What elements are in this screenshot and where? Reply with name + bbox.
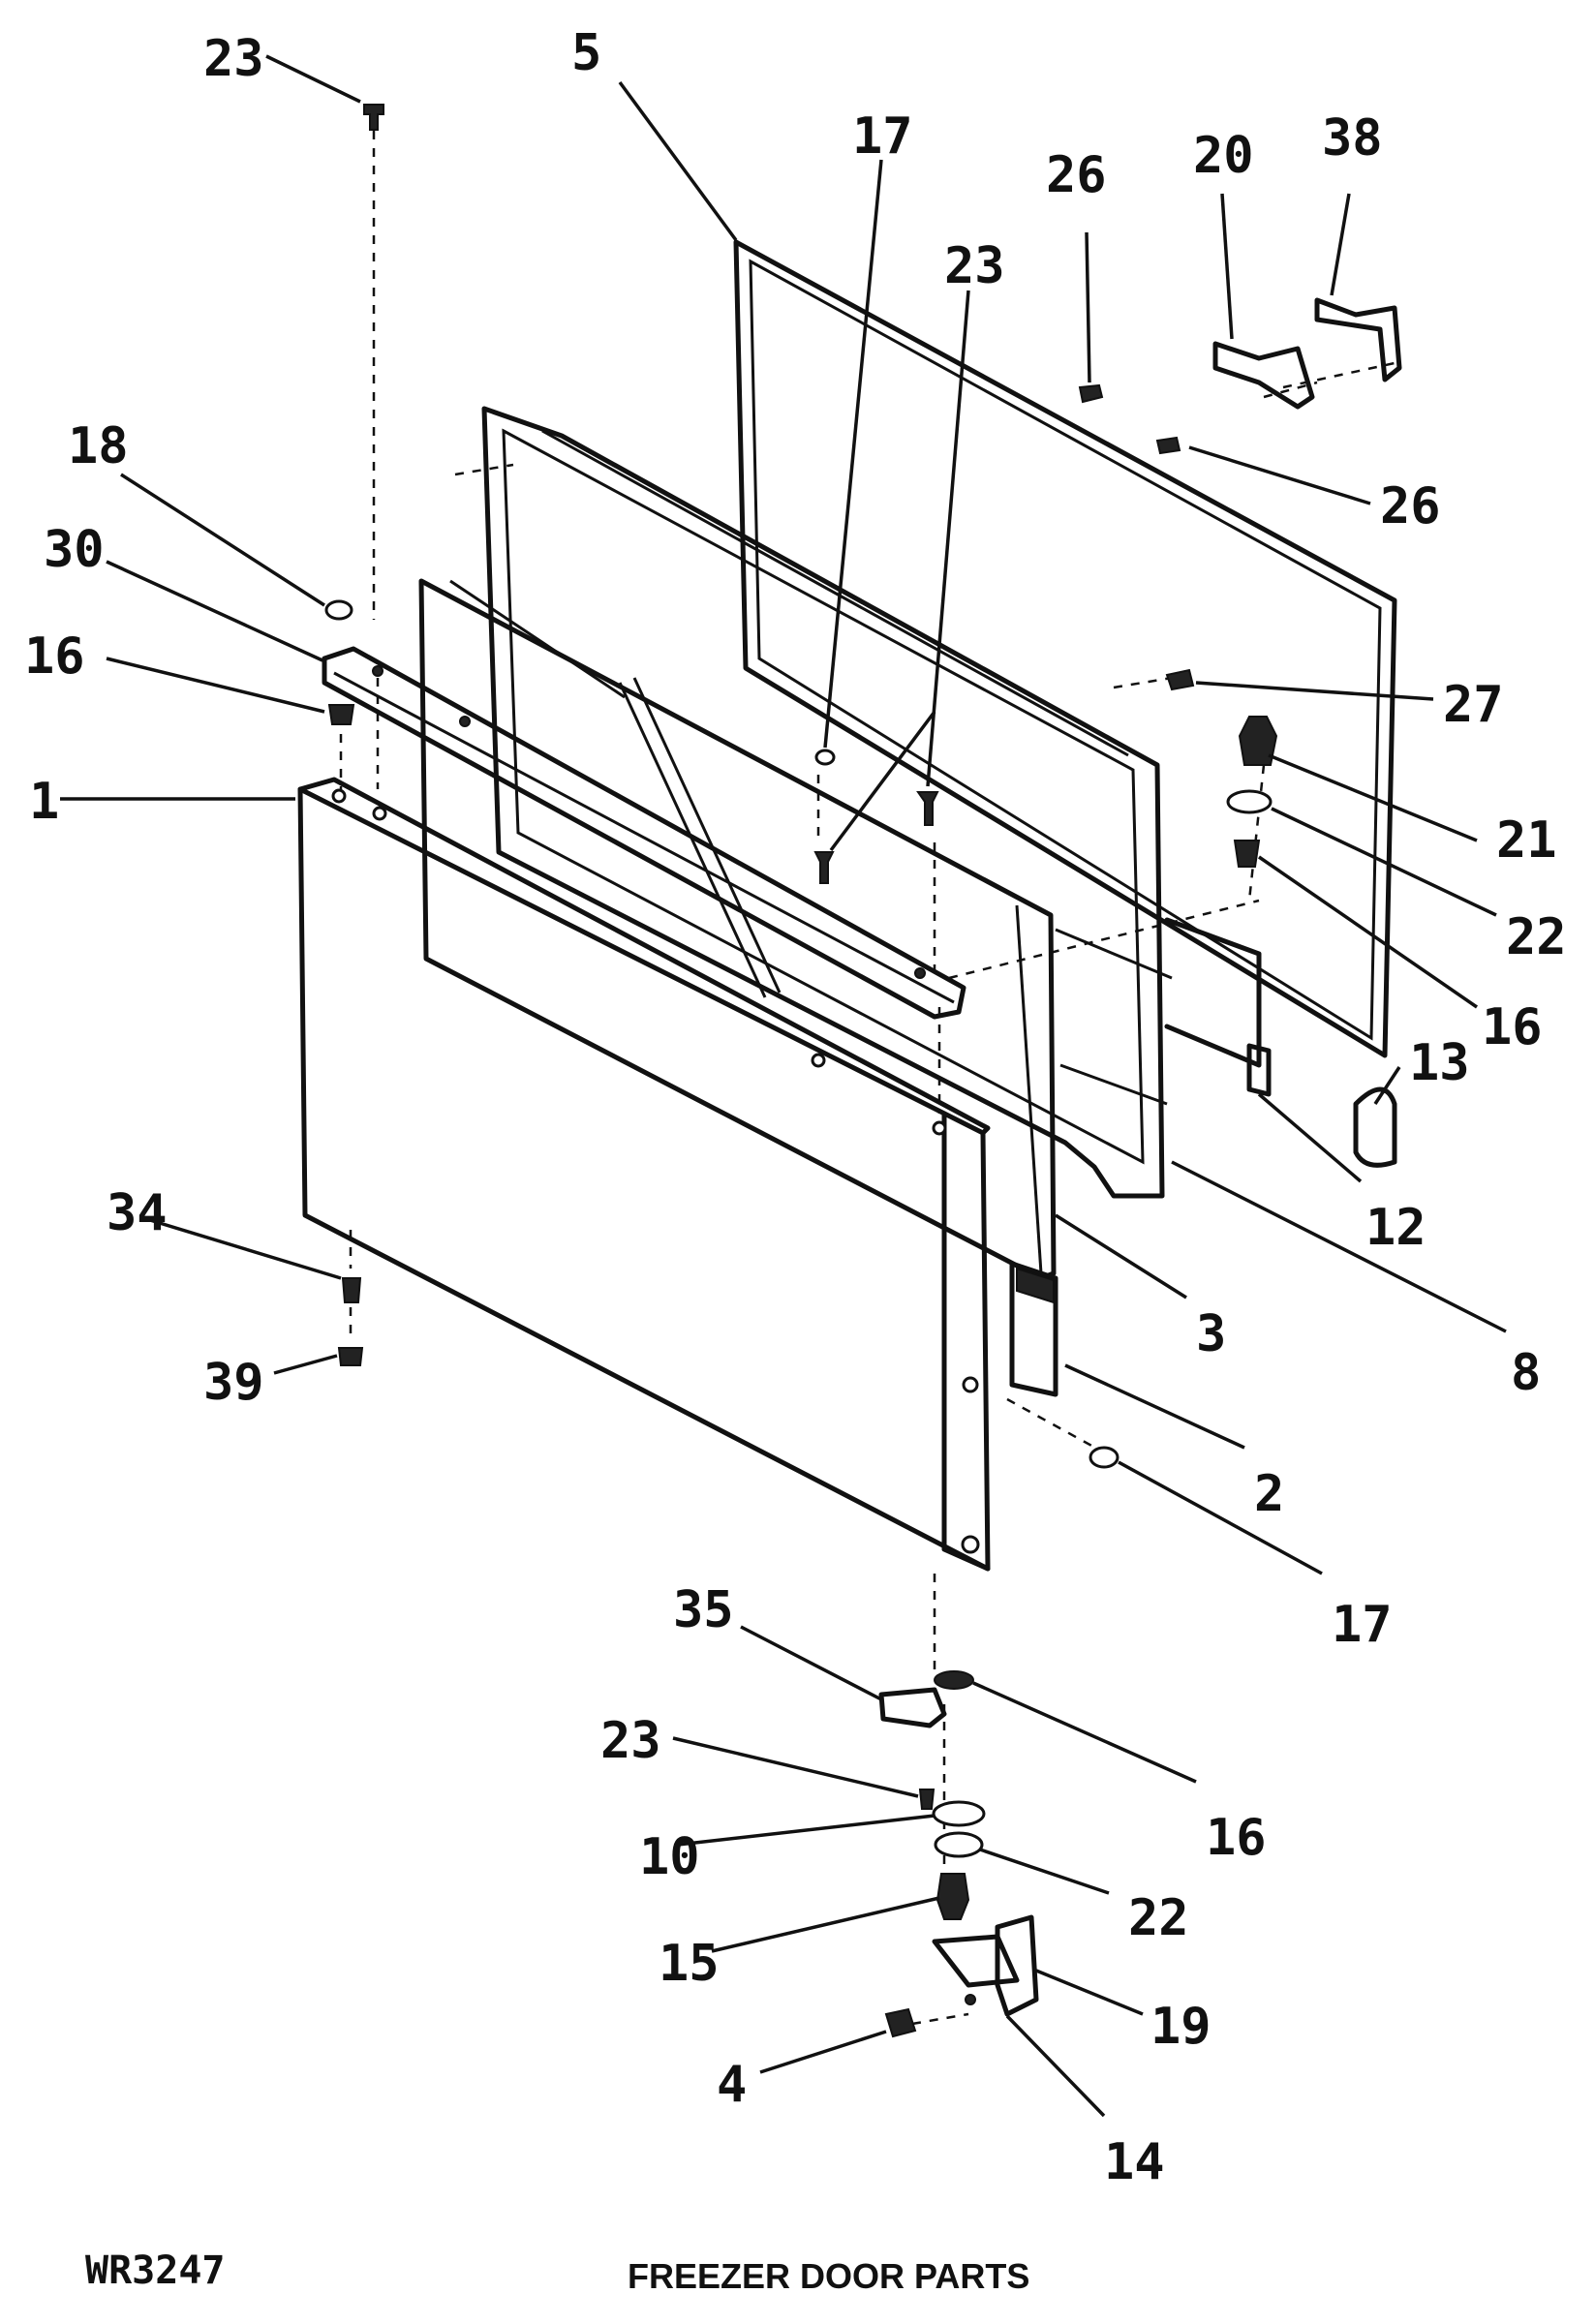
callout-38: 38 xyxy=(1322,109,1383,168)
washer-22-bottom xyxy=(934,1831,984,1858)
handle-strip-12 xyxy=(1246,1043,1272,1097)
callout-12: 12 xyxy=(1365,1199,1426,1257)
callout-16-bottom: 16 xyxy=(1206,1809,1267,1867)
callout-4: 4 xyxy=(717,2056,747,2114)
hinge-pin-21 xyxy=(1238,716,1278,766)
screw-26-right xyxy=(1155,436,1181,455)
screw-23-mid-a xyxy=(813,851,835,884)
callout-23-top: 23 xyxy=(203,30,264,88)
callout-14: 14 xyxy=(1104,2133,1165,2191)
outer-door-panel xyxy=(297,777,991,1572)
callout-22-right: 22 xyxy=(1506,908,1567,966)
plug-17-bottom xyxy=(1089,1446,1120,1469)
assembly-lines xyxy=(339,131,1396,2026)
callout-3: 3 xyxy=(1196,1305,1226,1363)
door-gasket xyxy=(733,239,1397,1058)
hinge-bracket-20 xyxy=(1212,341,1315,410)
nut-34 xyxy=(341,1277,362,1303)
callout-15: 15 xyxy=(659,1935,720,1993)
callout-labels: 23 5 17 23 26 20 38 26 18 30 16 1 27 21 … xyxy=(24,24,1567,2191)
bottom-hinge-19 xyxy=(932,1934,1020,1988)
screw-23-top xyxy=(363,104,384,131)
callout-18: 18 xyxy=(68,417,129,475)
callout-20: 20 xyxy=(1193,127,1254,185)
bushing-16-left xyxy=(327,704,355,725)
bottom-hinge-14 xyxy=(995,1914,1039,2017)
washer-10 xyxy=(932,1800,986,1827)
callout-19: 19 xyxy=(1150,1998,1212,2056)
callout-13: 13 xyxy=(1409,1034,1470,1092)
callout-27: 27 xyxy=(1443,676,1504,734)
door-insulation-panel xyxy=(418,578,1057,1281)
bushing-16-bottom xyxy=(934,1670,974,1690)
bushing-16-right xyxy=(1233,840,1261,868)
callout-21: 21 xyxy=(1496,811,1557,870)
hinge-pin-15 xyxy=(936,1873,970,1920)
shim-38 xyxy=(1314,297,1402,382)
callout-34: 34 xyxy=(107,1184,168,1242)
washer-22-right xyxy=(1226,789,1273,814)
callout-1: 1 xyxy=(29,773,59,831)
hardware-pieces xyxy=(324,104,1402,2038)
leader-lines xyxy=(60,54,1507,2118)
callout-30: 30 xyxy=(44,521,105,579)
plug-18 xyxy=(324,599,353,621)
callout-17-top: 17 xyxy=(852,107,913,166)
callout-16-left: 16 xyxy=(24,627,85,686)
plug-17-mid xyxy=(814,749,836,766)
callout-23-mid: 23 xyxy=(944,237,1005,295)
screw-27 xyxy=(1165,668,1195,691)
top-trim-strip xyxy=(322,646,966,1020)
diagram-code: WR3247 xyxy=(85,2248,226,2293)
callout-26-right: 26 xyxy=(1380,477,1441,535)
callout-39: 39 xyxy=(203,1354,264,1412)
callout-5: 5 xyxy=(571,24,601,82)
callout-22-bottom: 22 xyxy=(1128,1889,1189,1947)
callout-23-bottom: 23 xyxy=(600,1712,661,1770)
end-cap-13 xyxy=(1353,1086,1397,1168)
callout-35: 35 xyxy=(673,1581,734,1639)
screw-23-mid-b xyxy=(916,791,939,826)
inner-door-liner xyxy=(481,406,1262,1199)
callout-26-top: 26 xyxy=(1046,146,1107,204)
callout-8: 8 xyxy=(1511,1344,1541,1402)
callout-16-right: 16 xyxy=(1482,998,1543,1056)
callout-10: 10 xyxy=(639,1828,700,1886)
screw-4 xyxy=(884,2007,917,2038)
callout-17-bottom: 17 xyxy=(1332,1596,1393,1654)
screw-39 xyxy=(337,1347,364,1366)
screw-23-bottom xyxy=(918,1789,936,1810)
bracket-35 xyxy=(878,1687,947,1728)
diagram-title: FREEZER DOOR PARTS xyxy=(628,2256,1030,2296)
filler-strip xyxy=(1009,1261,1058,1397)
screw-26-top xyxy=(1078,383,1104,404)
callout-2: 2 xyxy=(1254,1465,1284,1523)
